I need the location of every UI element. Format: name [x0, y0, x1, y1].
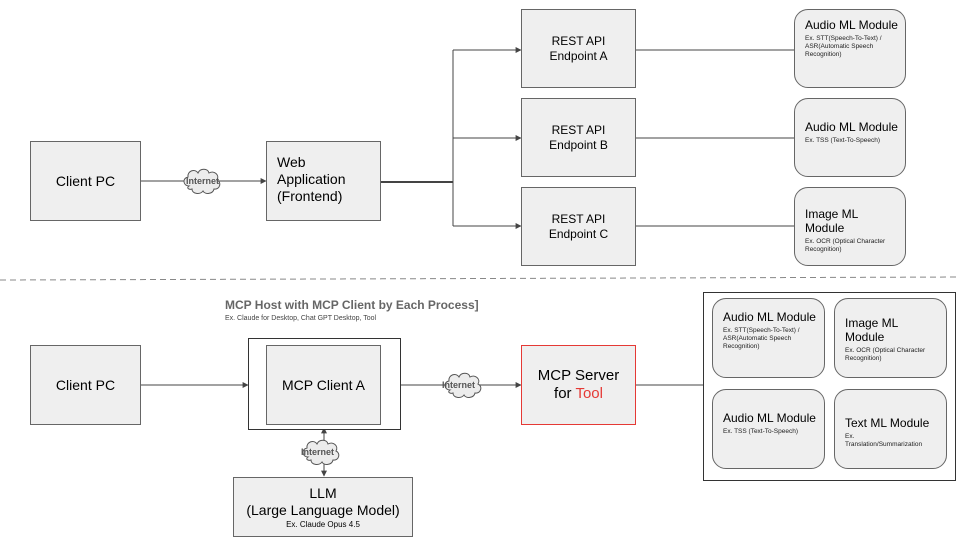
mcp-server-line1: MCP Server	[537, 367, 620, 384]
llm-line2: (Large Language Model)	[246, 501, 400, 518]
module-title: Audio ML Module	[805, 18, 898, 32]
module-title: Text ML Module	[845, 416, 930, 430]
mcp-server-tool: Tool	[575, 385, 603, 402]
internet-cloud-icon	[183, 168, 221, 194]
module-top-audio-tts: Audio ML Module Ex. TSS (Text-To-Speech)	[794, 98, 906, 177]
module-title: Audio ML Module	[805, 120, 898, 134]
module-top-audio-stt: Audio ML Module Ex. STT(Speech-To-Text) …	[794, 9, 906, 88]
endpoint-a-box: REST API Endpoint A	[521, 9, 636, 88]
internet-label: Internet	[301, 447, 335, 457]
module-bottom-text: Text ML Module Ex. Translation/Summariza…	[834, 389, 947, 469]
module-subtitle: Ex. STT(Speech-To-Text) / ASR(Automatic …	[723, 326, 800, 351]
endpoint-b-box: REST API Endpoint B	[521, 98, 636, 177]
internet-label: Internet	[186, 176, 220, 186]
endpoint-a-line1: REST API	[551, 34, 606, 49]
module-bottom-audio-stt: Audio ML Module Ex. STT(Speech-To-Text) …	[712, 298, 825, 378]
web-app-box: Web Application (Frontend)	[266, 141, 381, 221]
module-subtitle: Ex. STT(Speech-To-Text) / ASR(Automatic …	[805, 34, 882, 59]
module-subtitle: Ex. Translation/Summarization	[845, 432, 923, 448]
module-title: Image ML Module	[845, 316, 898, 344]
endpoint-a-line2: Endpoint A	[549, 48, 608, 63]
module-bottom-image-ocr: Image ML Module Ex. OCR (Optical Charact…	[834, 298, 947, 378]
client-pc-box-bottom: Client PC	[30, 345, 141, 425]
internet-cloud-icon	[302, 439, 340, 465]
module-subtitle: Ex. TSS (Text-To-Speech)	[805, 136, 881, 144]
endpoint-b-line1: REST API	[551, 123, 606, 138]
internet-label: Internet	[442, 380, 476, 390]
endpoint-b-line2: Endpoint B	[549, 137, 608, 152]
web-app-label-3: (Frontend)	[277, 187, 343, 204]
client-pc-label: Client PC	[55, 376, 116, 393]
web-app-label-1: Web	[277, 154, 306, 170]
endpoint-c-box: REST API Endpoint C	[521, 187, 636, 266]
module-subtitle: Ex. OCR (Optical Character Recognition)	[845, 346, 926, 362]
module-title: Image ML Module	[805, 207, 858, 235]
module-subtitle: Ex. TSS (Text-To-Speech)	[723, 427, 799, 435]
mcp-server-line2: for Tool	[554, 385, 603, 403]
module-title: Audio ML Module	[723, 411, 816, 425]
web-app-label-2: Application	[277, 170, 346, 187]
mcp-server-box: MCP Server for Tool	[521, 345, 636, 425]
module-bottom-audio-tts: Audio ML Module Ex. TSS (Text-To-Speech)	[712, 389, 825, 469]
mcp-server-for: for	[554, 385, 576, 402]
mcp-client-a-box: MCP Client A	[266, 345, 381, 425]
module-title: Audio ML Module	[723, 310, 816, 324]
module-top-image-ocr: Image ML Module Ex. OCR (Optical Charact…	[794, 187, 906, 266]
section-divider	[0, 276, 960, 281]
llm-box: LLM (Large Language Model) Ex. Claude Op…	[233, 477, 413, 537]
endpoint-c-line1: REST API	[551, 212, 606, 227]
mcp-client-a-label: MCP Client A	[282, 376, 365, 393]
module-subtitle: Ex. OCR (Optical Character Recognition)	[805, 237, 886, 253]
endpoint-c-line2: Endpoint C	[548, 226, 609, 241]
client-pc-label: Client PC	[55, 172, 116, 189]
mcp-host-title: MCP Host with MCP Client by Each Process…	[225, 298, 479, 312]
internet-cloud-icon	[444, 372, 482, 398]
mcp-host-subtitle: Ex. Claude for Desktop, Chat GPT Desktop…	[225, 315, 377, 322]
client-pc-box-top: Client PC	[30, 141, 141, 221]
llm-subtitle: Ex. Claude Opus 4.5	[286, 519, 360, 529]
llm-line1: LLM	[309, 485, 337, 502]
